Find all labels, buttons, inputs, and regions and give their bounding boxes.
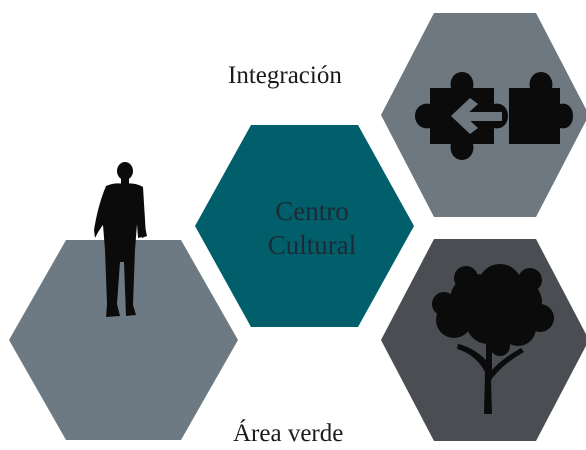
hexagon-person — [9, 240, 238, 440]
arrow-left-icon — [451, 98, 502, 134]
label-area-verde: Área verde — [233, 420, 344, 447]
label-centro-line1: Centro — [275, 196, 349, 226]
label-integracion: Integración — [228, 62, 342, 89]
person-silhouette-icon — [94, 162, 147, 317]
label-centro-line2: Cultural — [267, 230, 357, 260]
tree-icon — [432, 264, 554, 414]
label-centro-cultural: Centro Cultural — [200, 194, 424, 262]
hexagon-centro-cultural — [195, 125, 414, 327]
